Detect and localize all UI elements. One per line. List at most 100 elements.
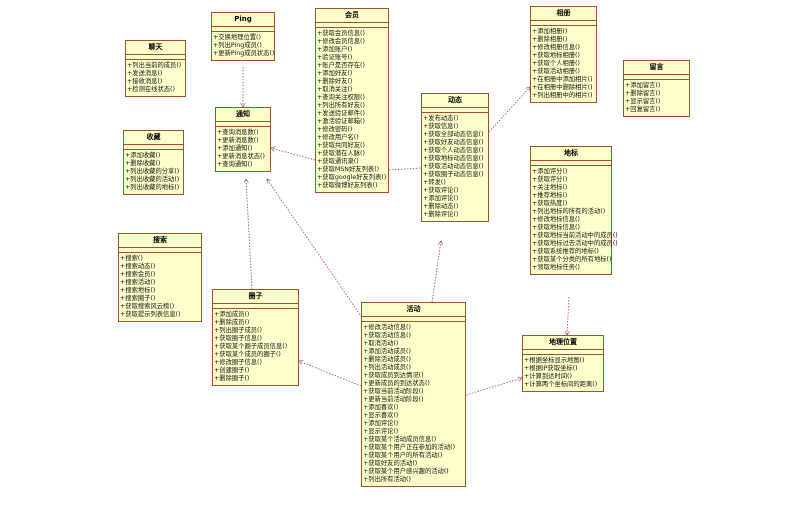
operation: +修改会员信息() <box>317 38 365 45</box>
operation: +发布动态() <box>423 115 459 122</box>
operation: +删除活动成员() <box>363 356 411 363</box>
operation: +获取某个用户感兴趣的活动() <box>363 468 449 475</box>
operations-section: +交换地理位置()+列出Ping成员()+更新Ping成员状态() <box>212 32 274 60</box>
attributes-section <box>126 55 185 60</box>
operation: +添加收藏() <box>125 152 161 159</box>
operation: +列出Ping成员() <box>213 42 262 49</box>
operation: +搜索会员() <box>120 271 156 278</box>
attributes-section <box>119 248 201 253</box>
class-name: 留言 <box>624 61 689 75</box>
operation: +获取地标动态信息() <box>423 155 484 162</box>
operation: +列出圈子成员() <box>214 327 262 334</box>
operation: +获取好友的活动() <box>363 460 418 467</box>
class-landmark: 地标+添加评分()+获取评分()+关注地标()+推荐地标()+获取热度()+列出… <box>530 146 618 275</box>
class-album: 相册+添加相册()+删除相册()+修改相册信息()+获取地标相册()+获取个人相… <box>530 6 597 103</box>
class-name: 活动 <box>362 303 465 317</box>
class-feed: 动态+发布动态()+获取信息()+获取全部动态信息()+获取好友动态信息()+获… <box>421 93 489 222</box>
operation: +取消活动() <box>363 340 399 347</box>
operation: +关注地标() <box>532 184 568 191</box>
operation: +获取MSN好友列表() <box>317 166 380 173</box>
operation: +计算两个坐标间的距离() <box>524 381 598 388</box>
operations-section: +添加相册()+删除相册()+修改相册信息()+获取地标相册()+获取个人相册(… <box>531 26 596 102</box>
operation: +列出相册中的相片() <box>532 92 593 99</box>
attributes-section <box>422 108 488 113</box>
operations-section: +发布动态()+获取信息()+获取全部动态信息()+获取好友动态信息()+获取个… <box>422 113 488 221</box>
operation: +获取全部动态信息() <box>423 131 484 138</box>
operation: +激活验证邮箱() <box>317 118 365 125</box>
operation: +获取热度() <box>532 200 568 207</box>
operation: +获取个人动态信息() <box>423 147 484 154</box>
link-activity-feed <box>431 241 441 303</box>
operation: +列出当前的成员() <box>127 62 182 69</box>
attributes-section <box>216 122 270 127</box>
operation: +删除留言() <box>625 90 661 97</box>
operation: +回复留言() <box>625 106 661 113</box>
operation: +列出活动成员() <box>363 364 411 371</box>
class-message: 留言 +添加留言()+删除留言()+显示留言()+回复留言() <box>623 60 690 117</box>
link-landmark-location <box>567 296 569 335</box>
link-member-notice <box>271 148 316 161</box>
operation: +更新消息数() <box>217 137 259 144</box>
operation: +修改相册信息() <box>532 44 580 51</box>
link-activity-circle <box>299 361 362 387</box>
operation: +列出收藏的活动() <box>125 176 180 183</box>
operation: +获取google好友列表() <box>317 174 387 181</box>
attributes-section <box>213 304 298 309</box>
operation: +添加活动成员() <box>363 348 411 355</box>
class-search: 搜索+搜索()+搜索动态()+搜索会员()+搜索活动()+搜索地标()+搜索圈子… <box>118 233 202 322</box>
class-name: 搜索 <box>119 234 201 248</box>
operation: +更新当前活动阶段() <box>363 396 424 403</box>
operation: +检测在线状态() <box>127 86 175 93</box>
operation: +添加成员() <box>214 311 250 318</box>
class-activity: 活动 +修改活动信息()+获取活动信息()+取消活动()+添加活动成员()+删除活… <box>361 302 466 487</box>
operation: +修改密码() <box>317 126 353 133</box>
operation: +删除好友() <box>317 78 353 85</box>
class-name: 收藏 <box>124 131 183 145</box>
operation: +获取通讯录() <box>317 158 359 165</box>
operation: +交换地理位置() <box>213 34 261 41</box>
operations-section: +获取会员信息()+修改会员信息()+添加账户()+验证账号()+账户是否存在(… <box>316 28 388 192</box>
class-name: Ping <box>212 13 274 27</box>
operation: +搜索活动() <box>120 279 156 286</box>
operation: +添加评论() <box>423 195 459 202</box>
operation: +获取个人相册() <box>532 60 580 67</box>
operation: +接收消息() <box>127 78 163 85</box>
operation: +更新消息状态() <box>217 153 265 160</box>
attributes-section <box>212 27 274 32</box>
operation: +查询关注权限() <box>317 94 365 101</box>
attributes-section <box>124 145 183 150</box>
operations-section: +添加留言()+删除留言()+显示留言()+回复留言() <box>624 80 689 116</box>
operation: +修改圈子信息() <box>214 359 262 366</box>
operation: +显示喜欢() <box>363 412 399 419</box>
operations-section: +查询消息数()+更新消息数()+添加通知()+更新消息状态()+查询通知() <box>216 127 270 171</box>
class-location: 地理位置+根据坐标显示地图()+根据IP获取坐标()+计算到达时间()+计算两个… <box>522 335 604 392</box>
operation: +搜索地标() <box>120 287 156 294</box>
operation: +添加相册() <box>532 28 568 35</box>
operation: +删除相册() <box>532 36 568 43</box>
operations-section: +修改活动信息()+获取活动信息()+取消活动()+添加活动成员()+删除活动成… <box>362 322 465 486</box>
operation: +添加好友() <box>317 70 353 77</box>
link-circle-notice <box>246 179 253 290</box>
operation: +删除成员() <box>214 319 250 326</box>
operation: +获取提示列表信息() <box>120 311 181 318</box>
operation: +添加评分() <box>532 168 568 175</box>
class-member: 会员+获取会员信息()+修改会员信息()+添加账户()+验证账号()+账户是否存… <box>315 8 389 193</box>
operation: +获取好友动态信息() <box>423 139 484 146</box>
operation: +获取某个用户的所有活动() <box>363 452 443 459</box>
operation: +查询通知() <box>217 161 253 168</box>
operation: +修改地标信息() <box>532 216 580 223</box>
operation: +修改用户名() <box>317 134 359 141</box>
operation: +获取会员信息() <box>317 30 365 37</box>
operation: +获取活动相册() <box>532 68 580 75</box>
operation: +搜索圈子() <box>120 295 156 302</box>
operation: +获取活动动态信息() <box>423 163 484 170</box>
operation: +添加账户() <box>317 46 353 53</box>
operation: +根据IP获取坐标() <box>524 365 578 372</box>
operation: +添加喜欢() <box>363 404 399 411</box>
operation: +搜索() <box>120 255 143 262</box>
operation: +获取评分() <box>532 176 568 183</box>
operation: +获取圈子动态信息() <box>423 171 484 178</box>
operation: +获取微博好友列表() <box>317 182 378 189</box>
attributes-section <box>362 317 465 322</box>
operation: +列出所有活动() <box>363 476 411 483</box>
